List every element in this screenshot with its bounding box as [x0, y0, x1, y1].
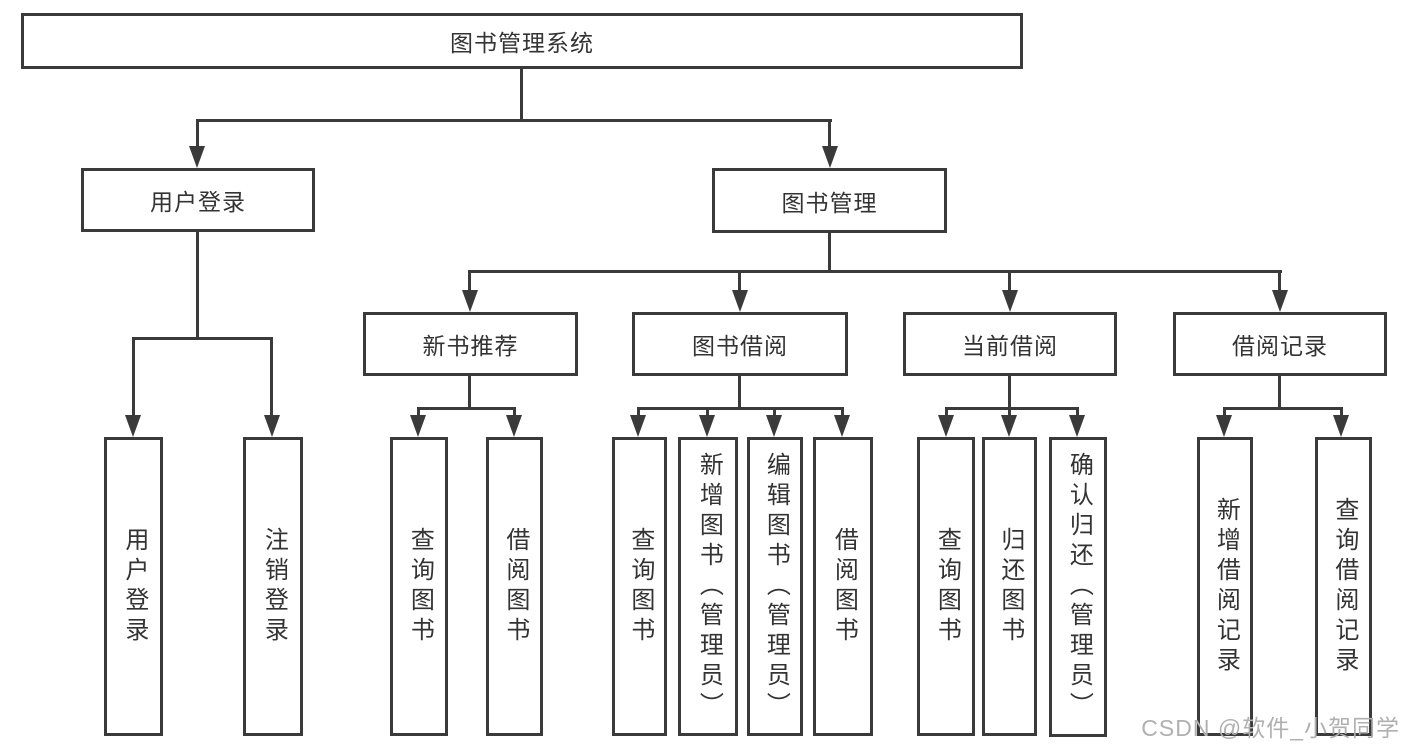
- leaf-user-login: 用户登录: [104, 437, 163, 736]
- connector-line: [1076, 407, 1079, 419]
- connector-line: [270, 337, 273, 417]
- connector-line: [520, 69, 523, 121]
- arrow-down-icon: [506, 415, 522, 437]
- connector-line: [841, 407, 844, 419]
- leaf-nb-query-book-label: 查询图书: [406, 526, 434, 647]
- arrow-down-icon: [1069, 415, 1085, 437]
- node-current-borrow-label: 当前借阅: [962, 333, 1058, 359]
- leaf-cb-confirm-return-admin: 确认归还（管理员）: [1049, 437, 1107, 737]
- leaf-logout: 注销登录: [243, 437, 303, 736]
- connector-line: [706, 407, 709, 419]
- arrow-down-icon: [699, 415, 715, 437]
- connector-line: [417, 407, 420, 419]
- connector-line: [637, 407, 844, 410]
- arrow-down-icon: [1001, 415, 1017, 437]
- leaf-bb-borrow-book-label: 借阅图书: [830, 526, 858, 647]
- connector-line: [468, 376, 471, 410]
- arrow-down-icon: [834, 415, 850, 437]
- arrow-down-icon: [1272, 290, 1288, 312]
- node-root-label: 图书管理系统: [450, 30, 594, 56]
- leaf-nb-borrow-book-label: 借阅图书: [501, 526, 529, 647]
- connector-line: [1340, 407, 1343, 419]
- leaf-cb-query-book: 查询图书: [917, 437, 975, 736]
- connector-line: [196, 232, 199, 340]
- connector-line: [738, 376, 741, 410]
- connector-line: [1008, 376, 1011, 410]
- leaf-br-add-record-label: 新增借阅记录: [1212, 496, 1240, 677]
- arrow-down-icon: [1002, 290, 1018, 312]
- node-borrow-records: 借阅记录: [1173, 312, 1387, 376]
- leaf-nb-borrow-book: 借阅图书: [486, 437, 543, 736]
- arrow-down-icon: [630, 415, 646, 437]
- node-new-book-recommend: 新书推荐: [363, 312, 578, 376]
- node-book-management-branch: 图书管理: [712, 168, 947, 233]
- connector-line: [196, 119, 832, 122]
- leaf-br-query-record-label: 查询借阅记录: [1330, 496, 1358, 677]
- leaf-cb-confirm-return-admin-label: 确认归还（管理员）: [1065, 452, 1093, 722]
- arrow-down-icon: [732, 290, 748, 312]
- leaf-bb-add-book-admin-label: 新增图书（管理员）: [695, 451, 723, 722]
- connector-line: [468, 270, 1282, 273]
- node-book-borrow: 图书借阅: [632, 312, 848, 376]
- leaf-cb-query-book-label: 查询图书: [933, 526, 961, 647]
- leaf-cb-return-book: 归还图书: [982, 437, 1037, 736]
- connector-line: [1008, 407, 1011, 419]
- leaf-bb-edit-book-admin-label: 编辑图书（管理员）: [762, 451, 790, 722]
- arrow-down-icon: [938, 415, 954, 437]
- node-current-borrow: 当前借阅: [903, 312, 1117, 376]
- arrow-down-icon: [125, 415, 141, 437]
- arrow-down-icon: [766, 415, 782, 437]
- connector-line: [945, 407, 1079, 410]
- connector-line: [1223, 407, 1342, 410]
- arrow-down-icon: [264, 415, 280, 437]
- leaf-user-login-label: 用户登录: [120, 526, 148, 647]
- leaf-br-query-record: 查询借阅记录: [1315, 437, 1372, 736]
- arrow-down-icon: [822, 146, 838, 168]
- connector-line: [132, 337, 135, 417]
- connector-line: [468, 270, 471, 294]
- connector-line: [738, 270, 741, 294]
- node-root: 图书管理系统: [21, 13, 1023, 69]
- node-book-management-branch-label: 图书管理: [781, 189, 878, 216]
- leaf-cb-return-book-label: 归还图书: [996, 526, 1024, 647]
- connector-line: [196, 119, 199, 151]
- leaf-bb-query-book-label: 查询图书: [626, 526, 654, 647]
- connector-line: [513, 407, 516, 419]
- leaf-logout-label: 注销登录: [260, 526, 288, 647]
- leaf-bb-query-book: 查询图书: [612, 437, 667, 736]
- node-borrow-records-label: 借阅记录: [1232, 333, 1328, 359]
- connector-line: [828, 119, 831, 151]
- arrow-down-icon: [410, 415, 426, 437]
- arrow-down-icon: [1216, 415, 1232, 437]
- leaf-bb-edit-book-admin: 编辑图书（管理员）: [747, 437, 803, 736]
- leaf-br-add-record: 新增借阅记录: [1197, 437, 1253, 736]
- connector-line: [417, 407, 516, 410]
- connector-line: [637, 407, 640, 419]
- arrow-down-icon: [462, 290, 478, 312]
- leaf-bb-borrow-book: 借阅图书: [813, 437, 873, 736]
- connector-line: [828, 233, 831, 273]
- arrow-down-icon: [1333, 415, 1349, 437]
- connector-line: [1223, 407, 1226, 419]
- arrow-down-icon: [189, 146, 205, 168]
- connector-line: [945, 407, 948, 419]
- connector-line: [132, 337, 273, 340]
- connector-line: [773, 407, 776, 419]
- node-user-login-branch: 用户登录: [81, 168, 315, 232]
- node-new-book-recommend-label: 新书推荐: [422, 333, 519, 359]
- connector-line: [1008, 270, 1011, 294]
- leaf-nb-query-book: 查询图书: [390, 437, 448, 736]
- csdn-watermark: CSDN @软件_小贺同学: [1141, 715, 1400, 741]
- connector-line: [1278, 376, 1281, 410]
- node-user-login-branch-label: 用户登录: [150, 189, 246, 215]
- node-book-borrow-label: 图书借阅: [692, 333, 788, 359]
- leaf-bb-add-book-admin: 新增图书（管理员）: [678, 437, 738, 736]
- connector-line: [1278, 270, 1281, 294]
